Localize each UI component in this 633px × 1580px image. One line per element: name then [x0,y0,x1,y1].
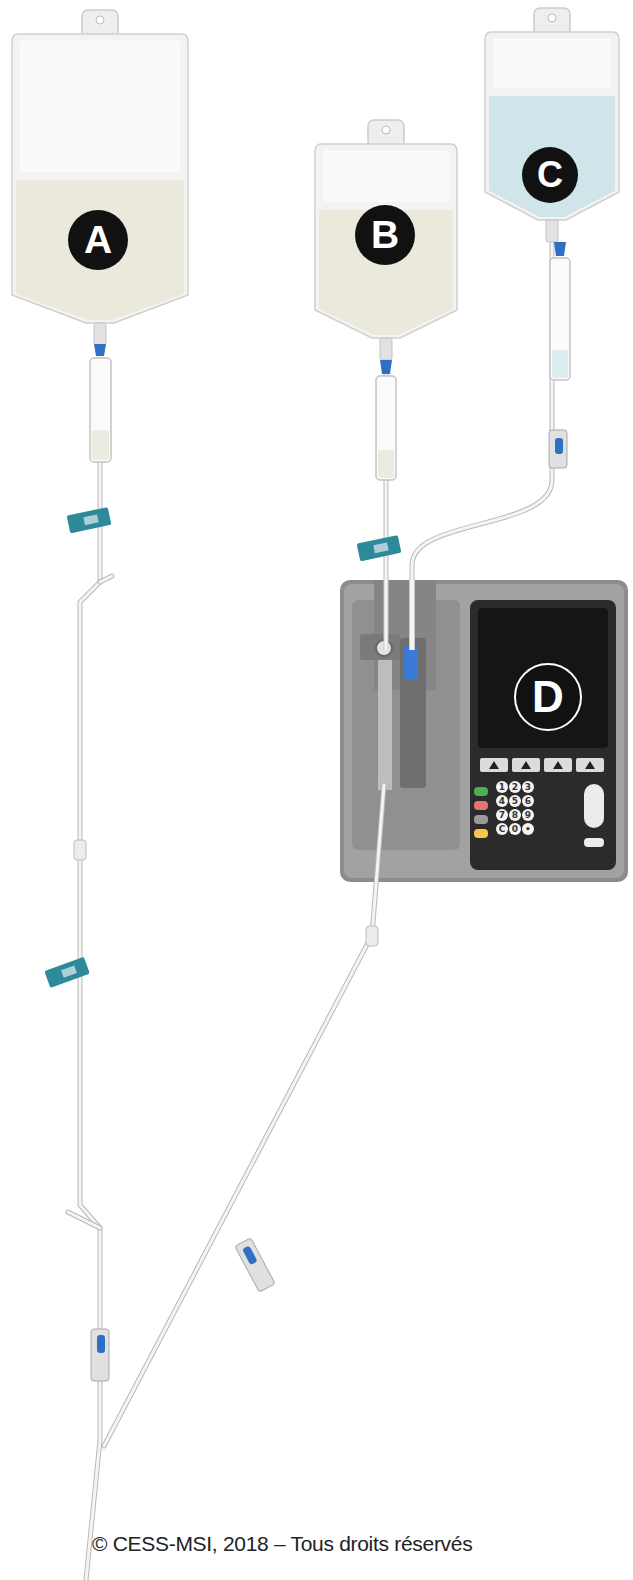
callout-letter: C [522,147,578,203]
copyright-notice: © CESS-MSI, 2018 – Tous droits réservés [92,1532,472,1556]
slide-clamp [67,507,112,533]
tube-connector [366,926,378,946]
roller-clamp [235,1238,275,1292]
roller-clamp [549,430,567,468]
keypad-key: 9 [522,809,534,821]
drip-chamber [550,242,570,380]
roller-clamp [91,1329,109,1381]
iv-bag: C [485,8,619,242]
drip-chamber [376,360,396,480]
iv-bag: B [315,120,457,360]
cassette-tubes [386,580,412,650]
callout-letter: B [355,205,415,265]
keypad-key: 5 [509,795,521,807]
infusion-pump: D [340,580,628,882]
keypad-key: 4 [496,795,508,807]
pump-body [340,580,628,882]
keypad-key: 7 [496,809,508,821]
secondary-line [104,785,384,1446]
slide-clamp [44,957,90,988]
iv-bag: A [12,10,188,345]
keypad-key: 0 [509,823,521,835]
keypad-key: 3 [522,781,534,793]
iv-tubing [386,360,387,580]
slide-clamp [357,535,402,561]
primary-line [68,462,112,1580]
tube-connector [74,840,86,860]
keypad-key: C [496,823,508,835]
keypad-key: 8 [509,809,521,821]
bag-outline [485,8,619,242]
keypad-key: 1 [496,781,508,793]
keypad-key: 6 [522,795,534,807]
bag-outline [12,10,188,345]
callout-letter: A [68,210,128,270]
keypad-key: • [522,823,534,835]
callout-letter: D [514,663,582,731]
drip-chamber [90,344,111,462]
keypad-key: 2 [509,781,521,793]
